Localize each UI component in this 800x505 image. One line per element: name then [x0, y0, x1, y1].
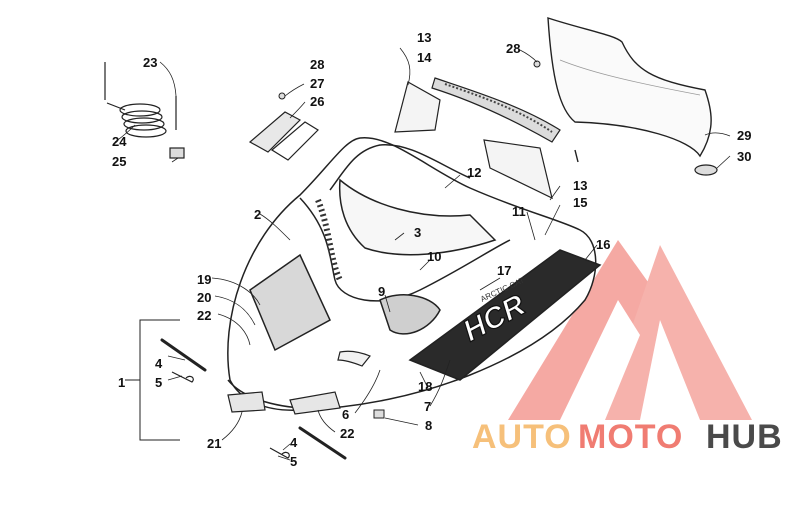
watermark-auto: AUTO [472, 418, 572, 456]
callout-10: 10 [427, 249, 441, 264]
callout-20: 20 [197, 290, 211, 305]
callout-14: 14 [417, 50, 432, 65]
callout-27: 27 [310, 76, 324, 91]
rods [160, 338, 347, 460]
side-window-panels [394, 81, 553, 200]
callout-4-bottom: 4 [290, 435, 298, 450]
callout-1: 1 [118, 375, 125, 390]
pins [171, 371, 290, 459]
callout-13-right: 13 [573, 178, 587, 193]
callout-6: 6 [342, 407, 349, 422]
callout-21: 21 [207, 436, 221, 451]
callout-23: 23 [143, 55, 157, 70]
callout-8: 8 [425, 418, 432, 433]
mirror-bracket [248, 111, 319, 161]
watermark-hub: HUB [706, 418, 783, 456]
bezel [337, 350, 371, 367]
callout-2: 2 [254, 207, 261, 222]
callout-15: 15 [573, 195, 587, 210]
callout-28-right: 28 [506, 41, 520, 56]
callout-3: 3 [414, 225, 421, 240]
grommet [694, 164, 718, 176]
windshield [547, 17, 712, 163]
lower-lenses [227, 391, 341, 415]
callout-13-top: 13 [417, 30, 431, 45]
callout-29: 29 [737, 128, 751, 143]
clip-hardware [373, 409, 385, 419]
watermark-text: AUTO MOTO HUB [472, 418, 783, 456]
callout-16: 16 [596, 237, 610, 252]
callout-24: 24 [112, 134, 127, 149]
spring-assembly [104, 62, 185, 159]
callout-9: 9 [378, 284, 385, 299]
callout-7: 7 [424, 399, 431, 414]
callout-26: 26 [310, 94, 324, 109]
group-bracket [125, 319, 180, 441]
windshield-trim [431, 77, 561, 143]
watermark-logo [508, 240, 752, 420]
callout-28-left: 28 [310, 57, 324, 72]
callout-25: 25 [112, 154, 126, 169]
callout-19: 19 [197, 272, 211, 287]
callout-labels: 1 2 3 4 5 6 7 8 9 10 11 12 13 14 15 16 1… [112, 30, 751, 469]
callout-11: 11 [512, 204, 526, 219]
watermark-moto: MOTO [578, 418, 683, 456]
leader-lines [114, 47, 731, 461]
callout-5-left: 5 [155, 375, 162, 390]
hood-body [227, 137, 602, 411]
callout-17: 17 [497, 263, 511, 278]
callout-4-left: 4 [155, 356, 163, 371]
callout-5-bottom: 5 [290, 454, 297, 469]
callout-12: 12 [467, 165, 481, 180]
callout-18: 18 [418, 379, 432, 394]
screws [278, 60, 541, 100]
callout-30: 30 [737, 149, 751, 164]
callout-22-left: 22 [197, 308, 211, 323]
callout-22-bottom: 22 [340, 426, 354, 441]
